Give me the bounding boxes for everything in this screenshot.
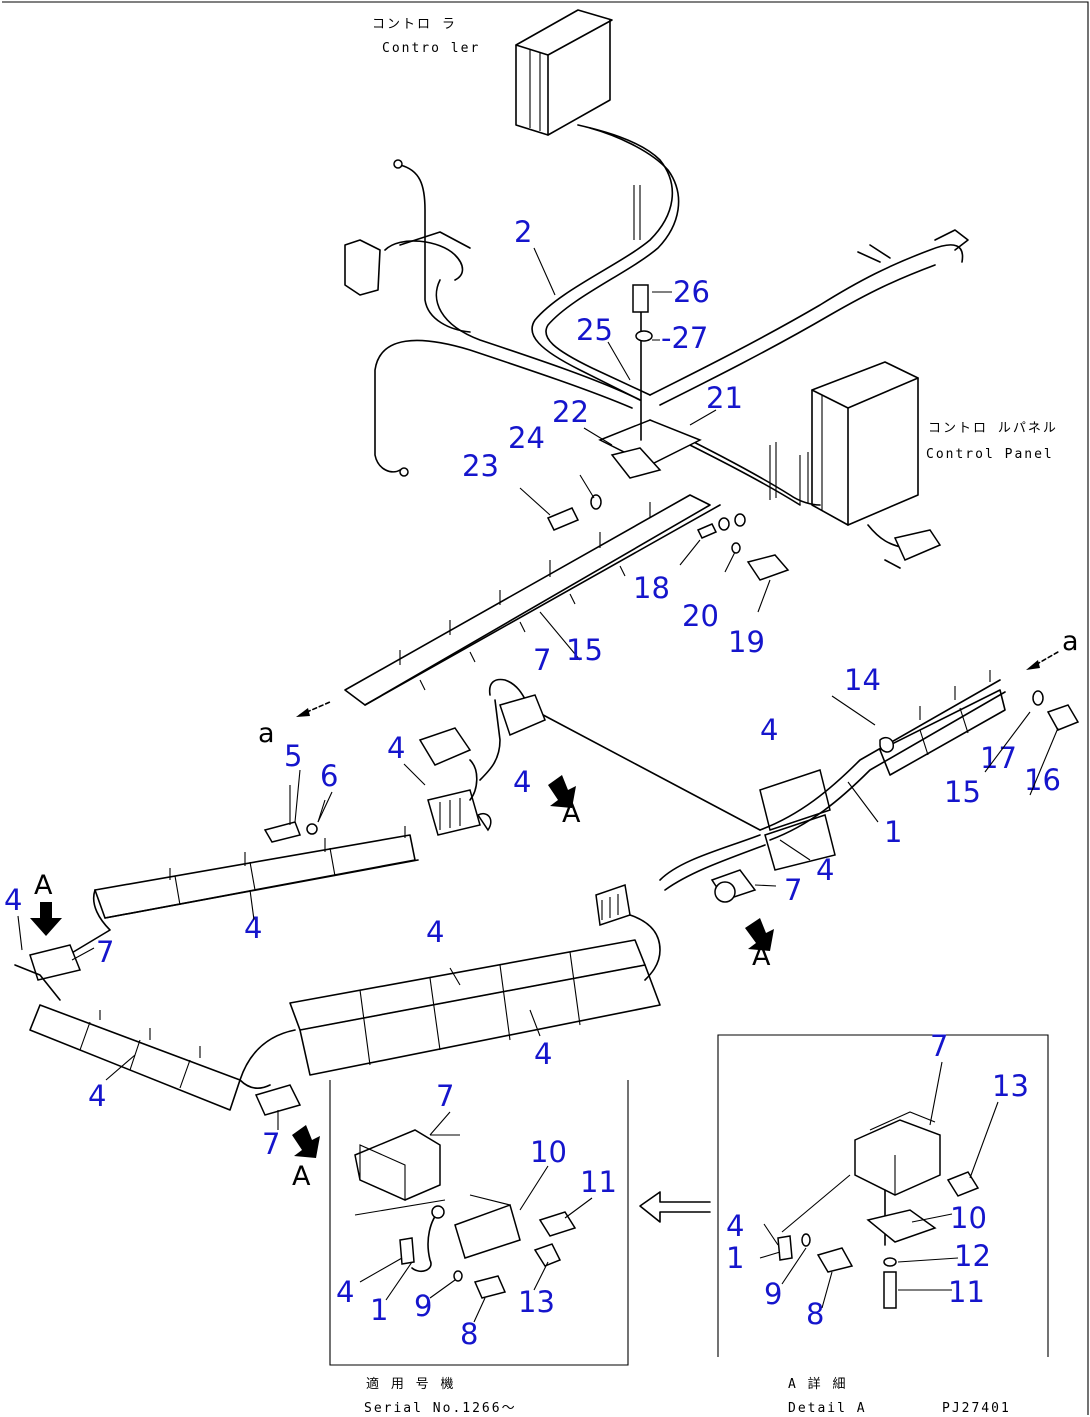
callout-21: 21	[706, 381, 743, 415]
control-panel-box	[811, 361, 919, 526]
callout-26: 26	[673, 275, 710, 309]
callout-8-detail: 8	[806, 1297, 824, 1331]
controller-box	[515, 9, 613, 136]
callout-15-upper: 15	[566, 633, 603, 667]
callout-10-inset: 10	[530, 1135, 567, 1169]
callout-17: 17	[980, 741, 1017, 775]
callouts: 2 26 25 -27 21 22 24 23 18 20 19 15 7 14…	[4, 215, 1061, 1351]
callout-4-mid-a: 4	[387, 731, 405, 765]
callout-4-inset: 4	[336, 1275, 354, 1309]
callout-11-detail: 11	[948, 1275, 985, 1309]
view-arrow-icon	[292, 1125, 320, 1158]
view-arrow-icon	[30, 902, 62, 936]
connector-letter-right: a	[1062, 626, 1079, 657]
connector-letter-left: a	[258, 718, 275, 749]
callout-23: 23	[462, 449, 499, 483]
callout-15-lower: 15	[944, 775, 981, 809]
callout-16: 16	[1024, 763, 1061, 797]
view-letter-1: A	[34, 870, 53, 901]
callout-9-inset: 9	[414, 1289, 432, 1323]
control-panel-label-jp: コントロ ルパネル	[928, 421, 1058, 436]
detail-label-en: Detail A	[788, 1401, 867, 1416]
callout-5: 5	[284, 739, 302, 773]
view-arrows	[30, 775, 774, 1158]
callout-7-inset: 7	[436, 1079, 454, 1113]
callout-4-right-b: 4	[816, 853, 834, 887]
right-harness	[759, 651, 1080, 871]
callout-11-inset: 11	[580, 1165, 617, 1199]
callout-25: 25	[576, 313, 613, 347]
callout-13-detail: 13	[992, 1069, 1029, 1103]
view-letter-2: A	[562, 798, 581, 829]
left-harness	[14, 826, 766, 1116]
callout-1-inset: 1	[370, 1293, 388, 1327]
callout-4-lower-left: 4	[88, 1079, 106, 1113]
detail-label-jp: A 詳 細	[788, 1376, 847, 1392]
controller-label-jp: コントロ ラ	[372, 17, 457, 32]
callout-4-long-bottom: 4	[534, 1037, 552, 1071]
callout-22: 22	[552, 395, 589, 429]
callout-19: 19	[728, 625, 765, 659]
callout-24: 24	[508, 421, 545, 455]
callout-18: 18	[633, 571, 670, 605]
clip-strip-upper	[296, 494, 721, 717]
controller-label-en: Contro ler	[382, 41, 480, 56]
callout-4-left-top: 4	[4, 883, 22, 917]
callout-7-left: 7	[96, 935, 114, 969]
callout-7-right: 7	[784, 873, 802, 907]
callout-14: 14	[844, 663, 881, 697]
callout-7-lower: 7	[262, 1127, 280, 1161]
callout-4-left-strip: 4	[244, 911, 262, 945]
serial-inset	[329, 1080, 629, 1366]
view-arrow-icon	[745, 918, 774, 951]
detail-a-inset	[717, 1034, 1049, 1357]
callout-8-inset: 8	[460, 1317, 478, 1351]
view-letter-4: A	[292, 1161, 311, 1192]
callout-9-detail: 9	[764, 1277, 782, 1311]
callout-4-mid-b: 4	[513, 765, 531, 799]
callout-1-detail: 1	[726, 1241, 744, 1275]
view-arrow-icon	[548, 775, 576, 808]
callout-12-detail: 12	[954, 1239, 991, 1273]
callout-4-right-a: 4	[760, 713, 778, 747]
drawing-number: PJ27401	[942, 1401, 1011, 1416]
callout-4-long-top: 4	[426, 915, 444, 949]
serial-label-en: Serial No.1266〜	[364, 1401, 517, 1416]
callout-10-detail: 10	[950, 1201, 987, 1235]
callout-7-upper: 7	[533, 643, 551, 677]
leader-lines	[17, 247, 1059, 1323]
view-letter-3: A	[752, 941, 771, 972]
callout-7-detail: 7	[930, 1029, 948, 1063]
middle-harness	[263, 678, 761, 843]
callout-20: 20	[682, 599, 719, 633]
callout-27: -27	[661, 321, 708, 355]
callout-1: 1	[884, 815, 902, 849]
callout-6: 6	[320, 759, 338, 793]
callout-2: 2	[514, 215, 532, 249]
callout-4-detail: 4	[726, 1209, 744, 1243]
serial-label-jp: 適 用 号 機	[366, 1376, 455, 1392]
upper-harness	[344, 124, 969, 613]
control-panel-label-en: Control Panel	[926, 447, 1054, 462]
reference-arrow-icon	[639, 1191, 711, 1223]
callout-13-inset: 13	[518, 1285, 555, 1319]
